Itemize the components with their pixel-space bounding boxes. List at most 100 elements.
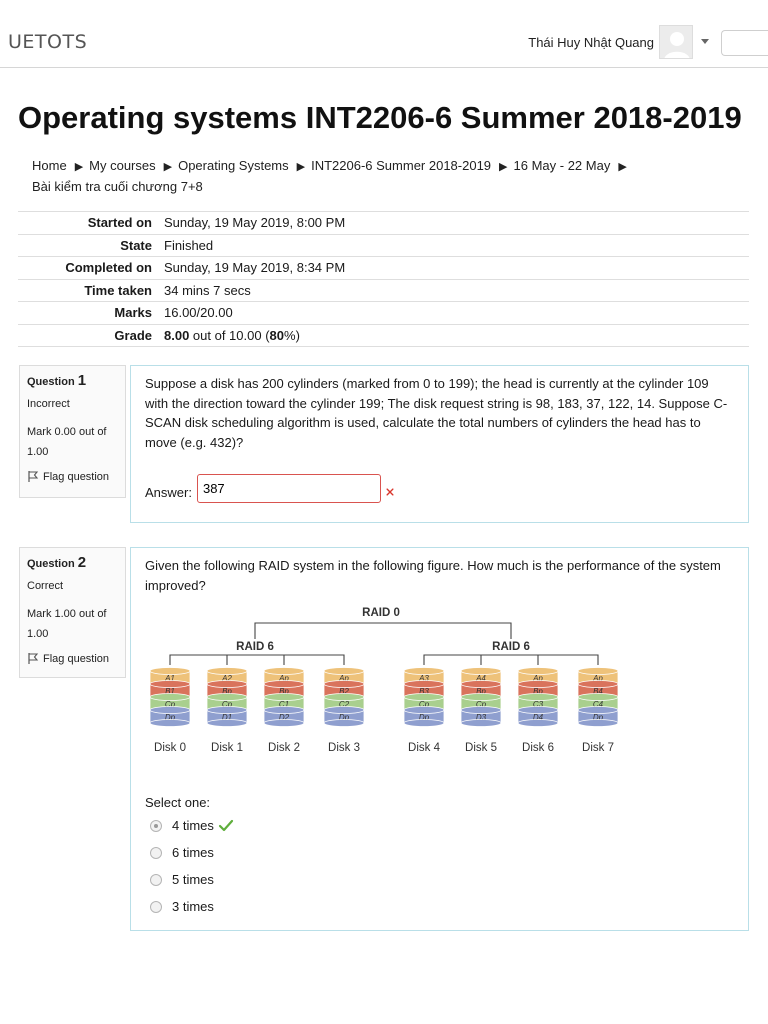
- disk-block-label: Bp: [222, 687, 232, 696]
- disk-bottom: [263, 719, 305, 727]
- breadcrumb-section[interactable]: 16 May - 22 May: [513, 158, 611, 173]
- breadcrumb-separator-icon: ▶: [499, 161, 508, 173]
- flag-question-link[interactable]: Flag question: [27, 652, 119, 665]
- radio-button[interactable]: [150, 846, 162, 859]
- raid-0-label: RAID 0: [362, 607, 400, 619]
- grade-percent: 80: [269, 327, 285, 343]
- disk-block-top: [517, 667, 559, 675]
- disk-block-top: [206, 680, 248, 688]
- disk-block-top: [149, 680, 191, 688]
- breadcrumb-quiz[interactable]: Bài kiểm tra cuối chương 7+8: [32, 179, 203, 194]
- disk-block-label: Cp: [419, 700, 430, 709]
- radio-button[interactable]: [150, 873, 162, 886]
- summary-value: Sunday, 19 May 2019, 8:34 PM: [164, 256, 749, 279]
- disk-block-top: [323, 693, 365, 701]
- disk-block-label: B1: [165, 687, 175, 696]
- disk-block-label: C4: [593, 700, 604, 709]
- radio-button[interactable]: [150, 819, 162, 832]
- option-label: 4 times: [172, 817, 214, 833]
- disk-block-top: [403, 667, 445, 675]
- option-6-times[interactable]: 6 times: [145, 839, 734, 866]
- disk-block-top: [206, 706, 248, 714]
- disk-block-label: B2: [339, 687, 349, 696]
- raid-6-left-connector: [169, 654, 345, 665]
- answer-row: Answer:: [145, 474, 734, 503]
- raid-0-connector: [254, 622, 512, 639]
- disk-bottom: [517, 719, 559, 727]
- disk-name-label: Disk 0: [154, 742, 186, 754]
- disk-block-label: Cp: [476, 700, 487, 709]
- disk-bottom: [460, 719, 502, 727]
- flag-question-link[interactable]: Flag question: [27, 470, 119, 483]
- summary-row-completed: Completed on Sunday, 19 May 2019, 8:34 P…: [18, 256, 749, 279]
- disk-block-top: [577, 667, 619, 675]
- option-4-times[interactable]: 4 times: [145, 812, 734, 839]
- site-brand[interactable]: UETOTS: [8, 31, 88, 53]
- breadcrumb-my-courses[interactable]: My courses: [89, 158, 156, 173]
- disk-name-label: Disk 5: [465, 742, 497, 754]
- summary-row-time-taken: Time taken 34 mins 7 secs: [18, 278, 749, 302]
- grade-score: 8.00: [164, 327, 190, 343]
- raid-6-label-right: RAID 6: [492, 641, 530, 653]
- option-3-times[interactable]: 3 times: [145, 893, 734, 920]
- breadcrumb-course-category[interactable]: Operating Systems: [178, 158, 289, 173]
- disk-block-top: [517, 693, 559, 701]
- disk-block-top: [263, 706, 305, 714]
- summary-value: Sunday, 19 May 2019, 8:00 PM: [164, 211, 749, 234]
- answer-label: Answer:: [145, 484, 192, 500]
- disk-block-top: [460, 693, 502, 701]
- option-5-times[interactable]: 5 times: [145, 866, 734, 893]
- disk-block-label: Ap: [278, 674, 289, 683]
- question-2-content: Given the following RAID system in the f…: [130, 547, 749, 931]
- user-name[interactable]: Thái Huy Nhật Quang: [528, 35, 654, 50]
- question-number-value: 2: [77, 554, 87, 571]
- disk-name-label: Disk 1: [211, 742, 243, 754]
- option-label: 6 times: [172, 844, 214, 860]
- disk-block-top: [263, 680, 305, 688]
- disk-block-label: Cp: [222, 700, 233, 709]
- summary-label: Grade: [18, 323, 164, 347]
- summary-value: Finished: [164, 233, 749, 257]
- disk-block-label: Ap: [532, 674, 543, 683]
- disk-block-top: [323, 667, 365, 675]
- disk-block-label: A4: [475, 674, 486, 683]
- disk-block-label: A2: [221, 674, 232, 683]
- user-menu-caret-icon[interactable]: [701, 39, 709, 44]
- summary-label: State: [18, 233, 164, 257]
- disk-block-top: [577, 693, 619, 701]
- raid-6-label-left: RAID 6: [236, 641, 274, 653]
- disk-block-top: [460, 706, 502, 714]
- disk-block-label: C1: [279, 700, 289, 709]
- summary-label: Completed on: [18, 256, 164, 279]
- option-label: 5 times: [172, 871, 214, 887]
- disk-block-label: D2: [279, 713, 290, 722]
- disk-bottom: [206, 719, 248, 727]
- answer-options: 4 times 6 times 5 times 3 times: [145, 812, 734, 920]
- disk-block-top: [323, 706, 365, 714]
- breadcrumb-separator-icon: ▶: [296, 161, 306, 173]
- disk-block-label: Dp: [339, 713, 350, 722]
- grade-out-of: out of 10.00 (: [189, 327, 270, 343]
- disk-block-top: [517, 706, 559, 714]
- select-one-label: Select one:: [145, 794, 211, 810]
- disk-block-label: D1: [222, 713, 232, 722]
- radio-button[interactable]: [150, 900, 162, 913]
- question-state: Correct: [27, 580, 64, 592]
- navbar-toggle-button[interactable]: [721, 30, 768, 56]
- correct-check-icon: [218, 819, 234, 831]
- breadcrumb-home[interactable]: Home: [32, 158, 67, 173]
- question-1-content: Suppose a disk has 200 cylinders (marked…: [130, 365, 749, 523]
- disk-block-label: B4: [593, 687, 603, 696]
- disk-block-top: [206, 667, 248, 675]
- disk-bottom: [577, 719, 619, 727]
- breadcrumb: Home▶My courses▶Operating Systems▶INT220…: [32, 156, 732, 197]
- question-text: Suppose a disk has 200 cylinders (marked…: [145, 376, 728, 450]
- summary-row-started: Started on Sunday, 19 May 2019, 8:00 PM: [18, 211, 749, 234]
- breadcrumb-course[interactable]: INT2206-6 Summer 2018-2019: [311, 158, 492, 173]
- answer-input[interactable]: [196, 474, 381, 503]
- user-avatar[interactable]: [659, 25, 693, 59]
